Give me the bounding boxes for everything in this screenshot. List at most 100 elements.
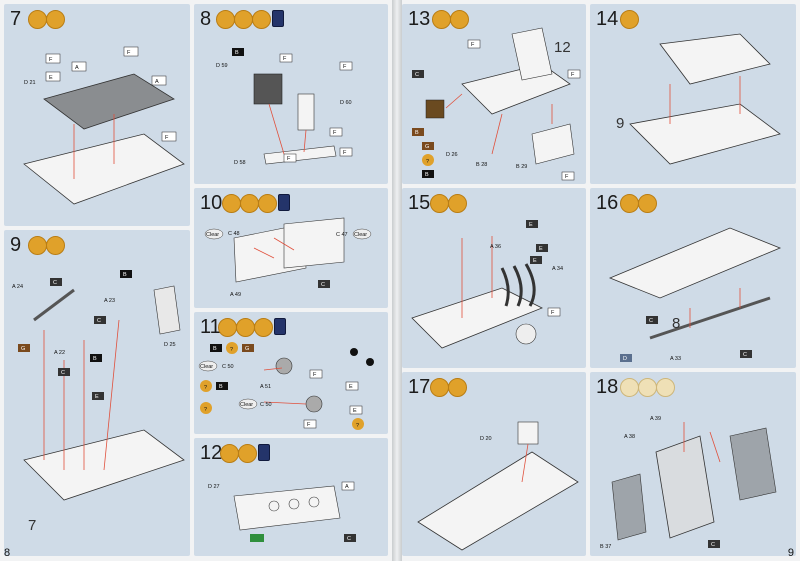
part-label: D 20 <box>480 436 492 442</box>
flag-text: E <box>539 246 543 252</box>
sub-step-number: 12 <box>554 39 571 56</box>
flag-text: B <box>213 346 217 352</box>
part-label: D 26 <box>446 152 458 158</box>
step-13-panel: 13 F 12 C B G ? B D 26 B 28 B 29 F F <box>402 4 586 184</box>
flag-text: G <box>21 346 25 352</box>
flag-labels: F A F A E F <box>45 46 177 142</box>
flag-text: F <box>343 64 347 70</box>
step-18-panel: 18 A 39 A 38 B 37 C <box>590 372 796 556</box>
glue-icon <box>620 10 639 29</box>
step-7-drawing: F A F A E F D 21 <box>23 46 185 205</box>
flag-text: F <box>49 57 53 63</box>
paint-pot-icon <box>258 444 270 461</box>
flag-text: D <box>623 356 627 362</box>
flag-text: E <box>533 258 537 264</box>
step-10-panel: 10 Clear C 48 C 47 Clear A 49 C <box>194 188 388 308</box>
paint-icon <box>238 444 257 463</box>
right-page-number: 9 <box>787 547 794 559</box>
flag-text: F <box>333 130 337 136</box>
step-number: 13 <box>408 8 431 30</box>
flag-text: B <box>93 356 97 362</box>
part-label: A 36 <box>490 244 501 250</box>
part-label: A 38 <box>624 434 635 440</box>
flag-text: C <box>347 536 351 542</box>
step-11-drawing: B ? G Clear C 50 F ? B A 51 E Clear C 50… <box>198 342 374 430</box>
flag-text: C <box>415 72 419 78</box>
step-16-panel: 16 8 C D A 33 C <box>590 188 796 368</box>
part-label: A 49 <box>230 292 241 298</box>
paint-icon <box>258 194 277 213</box>
paint-pot-icon <box>274 318 286 335</box>
knife-icon <box>450 10 469 29</box>
flag-text: A <box>155 79 159 85</box>
flag-text: F <box>471 42 475 48</box>
step-8-drawing: D 59 B F F D 60 F D 58 F F <box>216 48 353 166</box>
step-16-drawing: 8 C D A 33 C <box>608 227 782 362</box>
step-number: 14 <box>596 8 619 30</box>
question-mark: ? <box>356 423 359 429</box>
part-label: A 34 <box>552 266 563 272</box>
step-number: 10 <box>200 192 223 214</box>
knife-icon <box>638 194 657 213</box>
part-label: D 25 <box>164 342 176 348</box>
part-label: D 27 <box>208 484 220 490</box>
paint-icon <box>254 318 273 337</box>
step-15-panel: 15 E A 36 E A 34 E F <box>402 188 586 368</box>
clear-label: Clear <box>240 402 253 408</box>
part-label: B 29 <box>516 164 527 170</box>
step-17-drawing: D 20 <box>417 421 579 551</box>
flag-text: E <box>529 222 533 228</box>
step-8-panel: 8 D 59 B F F D 60 F D 58 F F <box>194 4 388 184</box>
flag-text: F <box>165 135 169 141</box>
paint-icon <box>656 378 675 397</box>
flag-text: F <box>343 150 347 156</box>
question-mark: ? <box>230 347 233 353</box>
part-label: A 51 <box>260 384 271 390</box>
step-number: 17 <box>408 376 431 398</box>
flag-text: B <box>123 272 127 278</box>
flag-text: C <box>743 352 747 358</box>
flag-text: G <box>425 144 429 150</box>
flag-text: E <box>95 394 99 400</box>
part-label: A 24 <box>12 284 23 290</box>
part-label: C 50 <box>260 402 272 408</box>
flag-text: F <box>287 156 291 162</box>
left-page-number: 8 <box>4 547 11 559</box>
flag-text: F <box>283 56 287 62</box>
flag-text: C <box>97 318 101 324</box>
part-label: A 33 <box>670 356 681 362</box>
part-label: D 21 <box>24 80 36 86</box>
flag-text: C <box>53 280 57 286</box>
flag-text: C <box>321 282 325 288</box>
step-12-panel: 12 D 27 A C <box>194 438 388 556</box>
step-9-panel: 9 A 24 C B A 23 D 25 C G A 22 B C E 7 <box>4 230 190 556</box>
flag-text: B <box>425 172 429 178</box>
part-label: B 37 <box>600 544 611 550</box>
step-number: 9 <box>10 234 22 256</box>
clear-label: Clear <box>200 364 213 370</box>
step-number: 15 <box>408 192 431 214</box>
flag-text: F <box>307 422 311 428</box>
flag-text: C <box>649 318 653 324</box>
flag-text: A <box>75 65 79 71</box>
part-label: D 58 <box>234 160 246 166</box>
step-9-drawing: A 24 C B A 23 D 25 C G A 22 B C E 7 <box>12 270 185 534</box>
step-17-panel: 17 D 20 <box>402 372 586 556</box>
part-label: D 59 <box>216 63 228 69</box>
flag-text: E <box>349 384 353 390</box>
part-label: C 50 <box>222 364 234 370</box>
step-14-panel: 14 9 <box>590 4 796 184</box>
flag-text: C <box>61 370 65 376</box>
flag-text: F <box>565 174 569 180</box>
step-11-panel: 11 B ? G Clear C 50 F ? B A 51 E Clear C… <box>194 312 388 434</box>
flag-text: E <box>49 75 53 81</box>
flag-text: B <box>219 384 223 390</box>
flag-text: A <box>345 484 349 490</box>
flag-text: B <box>235 50 239 56</box>
step-number: 8 <box>200 8 212 30</box>
knife-icon <box>448 194 467 213</box>
step-13-drawing: F 12 C B G ? B D 26 B 28 B 29 F F <box>412 27 581 181</box>
knife-icon <box>46 236 65 255</box>
sub-step-number: 8 <box>672 315 680 332</box>
question-mark: ? <box>426 159 429 165</box>
